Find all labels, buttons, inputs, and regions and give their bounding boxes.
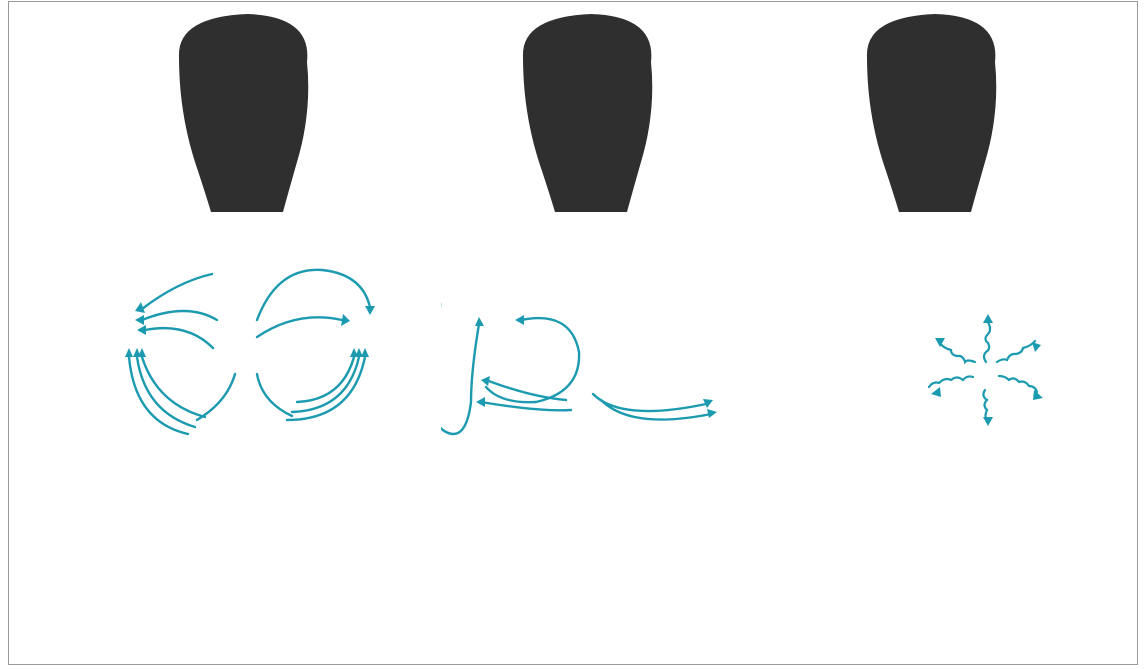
massage-arrows-circle <box>441 299 711 434</box>
arrowhead <box>475 317 484 326</box>
arrow-left-arc-1 <box>129 357 188 434</box>
arrow-circle-left-breast <box>486 318 579 402</box>
arrowhead <box>983 314 993 323</box>
arrow-right-inner <box>257 317 342 337</box>
arrow-right-arc-3 <box>297 357 354 402</box>
woman-figure-3 <box>785 2 1125 664</box>
arrow-upper-right <box>257 270 370 320</box>
woman-figure-2 <box>441 2 781 664</box>
arrowhead <box>125 348 133 357</box>
illustration-frame <box>8 1 1138 665</box>
woman-figure-1 <box>97 2 437 664</box>
arrow-right-arc-2 <box>292 357 359 412</box>
arrowhead <box>138 348 146 357</box>
massage-arrows-sweeping <box>129 270 370 434</box>
spiral-arrow-right <box>999 376 1037 392</box>
arrow-heads <box>125 302 375 357</box>
arrowhead <box>481 376 490 386</box>
arrowhead <box>137 325 146 335</box>
hair-back <box>523 14 652 212</box>
figure-3-svg <box>785 2 1125 664</box>
arrow-under-left <box>197 374 235 420</box>
hair-back <box>867 14 996 212</box>
arrowhead <box>515 315 524 325</box>
hair-back <box>179 14 308 212</box>
spiral-arrow-down <box>983 390 987 420</box>
spiral-arrow-left <box>929 376 973 387</box>
arrowhead <box>476 397 485 407</box>
arrowhead <box>1032 342 1041 352</box>
woman-body <box>867 14 996 212</box>
massage-arrows-spirals <box>929 322 1037 420</box>
arrow-left-vertical <box>441 324 479 434</box>
arrowhead <box>983 417 993 426</box>
spiral-arrow-up-left <box>939 342 975 362</box>
arrow-upper-left <box>142 274 212 309</box>
arrowhead <box>931 387 941 397</box>
arrowhead <box>707 409 717 418</box>
spiral-arrow-up-right <box>997 341 1035 362</box>
spiral-arrow-up <box>984 322 990 362</box>
arrowhead <box>350 348 358 357</box>
arrowhead <box>1033 390 1043 400</box>
arrow-heads <box>475 315 717 418</box>
arrowhead <box>341 314 350 326</box>
arrow-under-right <box>257 374 292 416</box>
arrowhead <box>135 315 144 325</box>
figure-2-svg <box>441 2 781 664</box>
arrow-mid-left-1 <box>142 311 217 320</box>
arrowhead <box>365 306 375 315</box>
figure-1-svg <box>97 2 437 664</box>
woman-body <box>523 14 652 212</box>
woman-body <box>179 14 308 212</box>
arrow-left-arc-3 <box>142 357 205 417</box>
arrow-mid-left-2 <box>145 328 213 348</box>
